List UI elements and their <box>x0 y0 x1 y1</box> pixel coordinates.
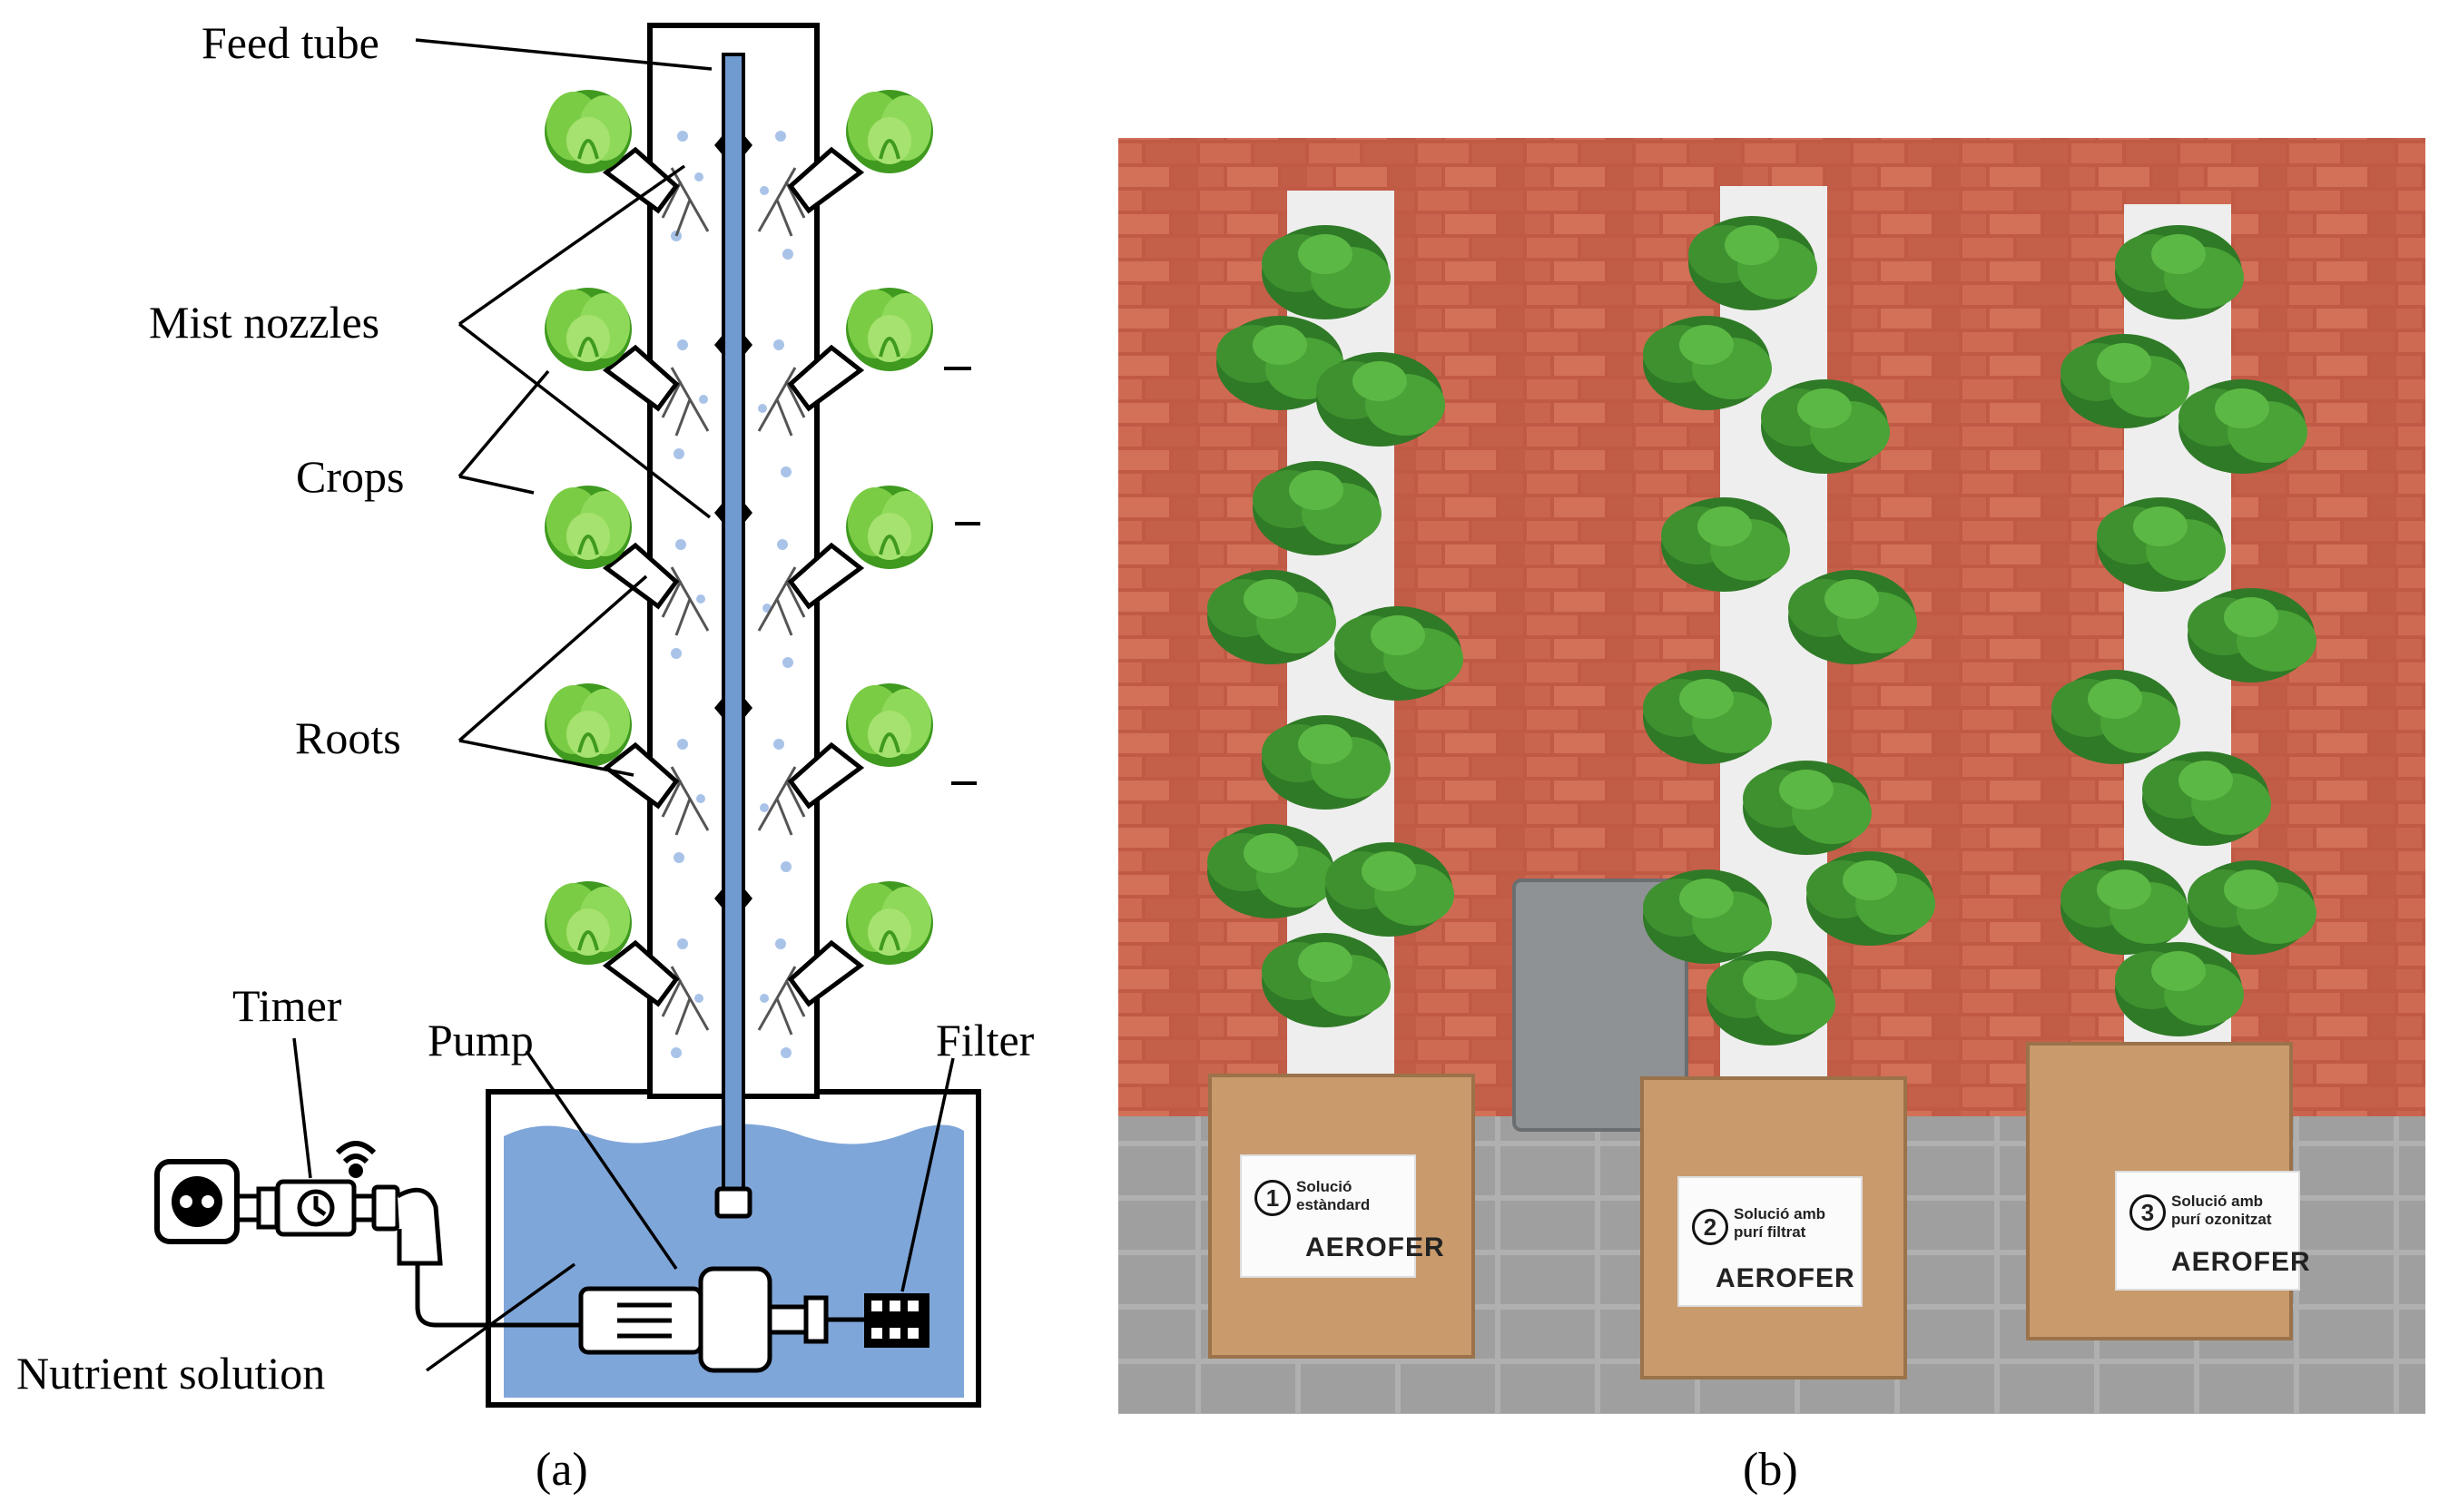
wall-socket-icon <box>154 1159 240 1244</box>
timer-label: Timer <box>232 980 342 1031</box>
roots <box>661 167 806 1036</box>
sign-brand-1: AEROFER <box>1305 1232 1445 1262</box>
feed-tube <box>722 53 745 1209</box>
plant-cups <box>602 146 865 1007</box>
sign-1: 1 Solució estàndard AEROFER <box>1240 1154 1444 1278</box>
filter-icon <box>864 1293 929 1348</box>
dash-marks <box>944 367 980 785</box>
sign-text-3: Solució amb purí ozonitzat <box>2171 1193 2272 1228</box>
timer-clock-icon <box>240 1179 357 1237</box>
leader-lines <box>292 38 955 1372</box>
roots-label: Roots <box>295 712 401 763</box>
sign-number-2: 2 <box>1692 1209 1728 1245</box>
filter-label: Filter <box>936 1015 1035 1065</box>
pump-icon <box>578 1186 864 1373</box>
sign-brand-3: AEROFER <box>2171 1247 2311 1277</box>
sign-text-1: Solució estàndard <box>1296 1178 1371 1213</box>
mist-nozzle-markers <box>714 134 752 909</box>
mist-nozzles-label: Mist nozzles <box>149 297 380 348</box>
diagram-panel-a <box>154 23 981 1408</box>
wifi-icon <box>335 1141 377 1178</box>
nutrient-solution-label: Nutrient solution <box>16 1348 326 1399</box>
power-cable <box>415 1252 581 1328</box>
plug-icon <box>354 1184 443 1266</box>
sign-brand-2: AEROFER <box>1716 1263 1855 1293</box>
sign-number-1: 1 <box>1254 1180 1291 1216</box>
feed-tube-label: Feed tube <box>202 17 379 68</box>
control-box <box>1512 879 1688 1132</box>
crops-label: Crops <box>296 451 405 502</box>
sign-2: 2 Solució amb purí filtrat AEROFER <box>1677 1176 1863 1307</box>
caption-a: (a) <box>536 1444 588 1496</box>
sign-3: 3 Solució amb purí ozonitzat AEROFER <box>2115 1171 2310 1291</box>
caption-b: (b) <box>1743 1444 1798 1496</box>
sign-number-3: 3 <box>2129 1194 2166 1231</box>
sign-text-2: Solució amb purí filtrat <box>1734 1205 1826 1241</box>
pump-label: Pump <box>428 1015 534 1065</box>
aeroponic-tower-3 <box>2026 204 2316 1340</box>
